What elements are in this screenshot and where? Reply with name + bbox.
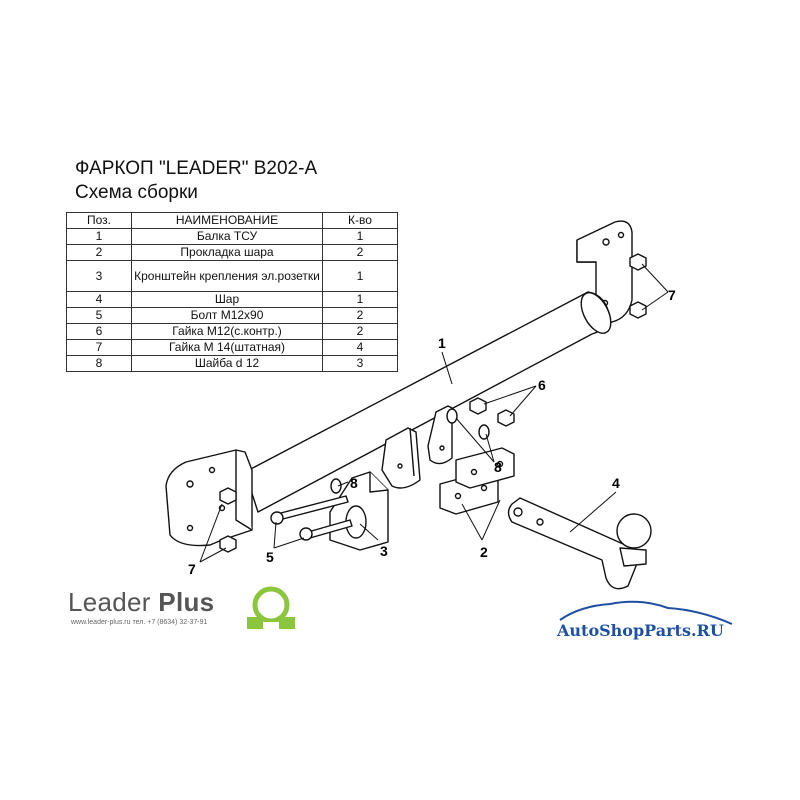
table-row: 2 Прокладка шара 2 xyxy=(66,244,398,261)
callout-1: 1 xyxy=(438,335,446,351)
cell-name: Кронштейн крепления эл.розетки xyxy=(131,260,323,292)
callout-6: 6 xyxy=(538,377,546,393)
table-row: 5 Болт М12х90 2 xyxy=(66,307,398,324)
cell-name: Болт М12х90 xyxy=(131,307,323,324)
brand-name: Leader xyxy=(68,587,151,617)
parts-table: Поз. НАИМЕНОВАНИЕ К-во 1 Балка ТСУ 1 2 П… xyxy=(66,212,398,372)
socket-bracket xyxy=(329,471,389,551)
ball-mount-spacers xyxy=(439,447,515,515)
diagram-title: ФАРКОП "LEADER" B202-A xyxy=(75,158,318,179)
left-mounting-plate xyxy=(165,449,253,547)
diagram-subtitle: Схема сборки xyxy=(75,182,198,203)
table-row: 8 Шайба d 12 3 xyxy=(66,355,398,372)
callout-4: 4 xyxy=(612,475,620,491)
watermark-text: AutoShopParts.RU xyxy=(557,621,724,640)
callout-3: 3 xyxy=(380,543,388,559)
brand-logo-text: Leader Plus xyxy=(68,587,214,618)
callout-8-left: 8 xyxy=(350,475,358,491)
beam-brackets xyxy=(381,405,453,489)
leader-plus-logo-icon xyxy=(247,586,295,629)
cell-name: Шайба d 12 xyxy=(131,355,323,372)
callout-7-left: 7 xyxy=(188,561,196,577)
tow-ball-arm xyxy=(507,497,652,590)
callout-5: 5 xyxy=(266,549,274,565)
tow-beam-tube xyxy=(244,291,612,513)
cell-qty: 1 xyxy=(322,260,398,292)
callout-7-right: 7 xyxy=(668,287,676,303)
car-silhouette-icon xyxy=(559,600,733,625)
cell-qty: 3 xyxy=(322,355,398,372)
bolts xyxy=(270,495,353,541)
leader-lines xyxy=(199,263,669,563)
brand-contact: www.leader-plus.ru тел. +7 (8634) 32-37-… xyxy=(71,619,208,626)
table-row: 6 Гайка М12(с.контр.) 2 xyxy=(66,323,398,340)
callout-8-center: 8 xyxy=(494,459,502,475)
nuts-and-washers xyxy=(219,253,647,553)
callout-2: 2 xyxy=(480,544,488,560)
brand-name-bold: Plus xyxy=(158,587,215,617)
